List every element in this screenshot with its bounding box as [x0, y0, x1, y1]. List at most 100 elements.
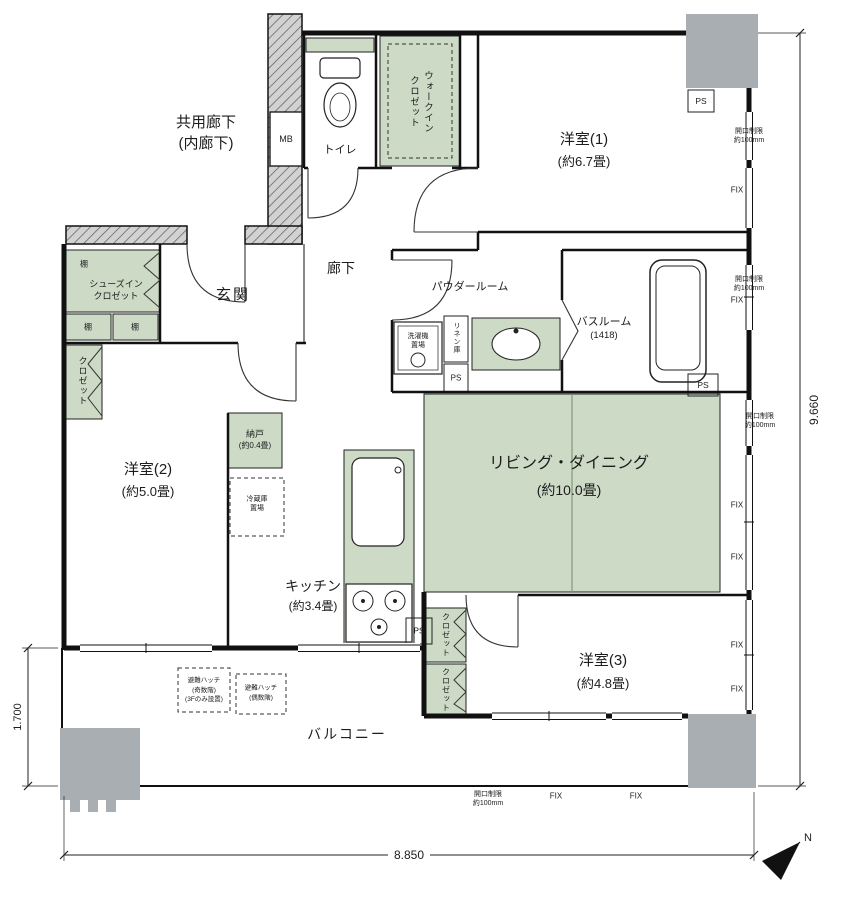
- living-size: (約10.0畳): [536, 482, 602, 498]
- label-kitchen: キッチン (約3.4畳): [285, 576, 341, 616]
- bedroom2-size: (約5.0畳): [121, 484, 175, 499]
- common-corridor-line2: (内廊下): [178, 135, 234, 152]
- washer-space: [393, 321, 443, 375]
- powder-room-door: [391, 259, 453, 321]
- washer-line2: 置場: [411, 342, 425, 349]
- opening-limit-label-4: 開口制限 約100mm: [473, 790, 503, 808]
- structural-columns: [60, 14, 758, 812]
- bedroom3-name: 洋室(3): [578, 652, 628, 669]
- north-label: N: [804, 832, 812, 844]
- label-common-corridor: 共用廊下 (内廊下): [176, 112, 236, 154]
- ps-label-kitchen: PS: [413, 626, 425, 636]
- ps-label-top: PS: [695, 96, 707, 106]
- escape-hatch-even-box: [235, 673, 287, 715]
- walkin-line2: クロゼット: [408, 75, 419, 129]
- label-escape-hatch-even: 避難ハッチ (偶数階): [245, 684, 278, 703]
- ps-label-bath: PS: [697, 380, 709, 390]
- north-arrow-icon: [762, 841, 801, 880]
- shelf-label-1: 棚: [80, 259, 88, 269]
- label-toilet: トイレ: [323, 144, 357, 156]
- walkin-line1: ウォークイン: [422, 70, 433, 134]
- living-name: リビング・ダイニング: [488, 455, 650, 472]
- label-bedroom3: 洋室(3) (約4.8畳): [577, 649, 630, 695]
- fix-label-6: FIX: [730, 684, 744, 694]
- label-living-dining: リビング・ダイニング (約10.0畳): [489, 451, 649, 503]
- bedroom3-door: [465, 594, 519, 648]
- bedroom2-name: 洋室(2): [123, 461, 173, 478]
- opening-limit-label-3: 開口制限 約100mm: [745, 412, 775, 430]
- escape-hatch-odd-box: [177, 667, 231, 713]
- opening-limit-line1: 開口制限: [474, 791, 502, 798]
- bedroom1-name: 洋室(1): [559, 131, 609, 148]
- washer-line1: 洗濯機: [407, 333, 429, 340]
- opening-limit-line2: 約100mm: [472, 800, 504, 807]
- bedroom1-door: [413, 167, 479, 233]
- label-storeroom: 納戸 (約0.4畳): [239, 429, 271, 451]
- bathroom-folding-door: [561, 299, 579, 361]
- label-bedroom1: 洋室(1) (約6.7畳): [558, 129, 611, 173]
- label-shoes-in-closet: シューズイン クロゼット: [89, 278, 143, 302]
- dimension-width: 8.850: [387, 848, 431, 862]
- fix-label-7: FIX: [549, 791, 563, 801]
- dimension-balcony-depth: 1.700: [12, 703, 24, 731]
- pipe-space-boxes: [405, 89, 719, 645]
- storeroom-name: 納戸: [245, 429, 265, 439]
- label-bathroom: バスルーム (1418): [577, 315, 632, 343]
- label-corridor: 廊下: [327, 260, 355, 276]
- hatch-odd-line3: (3Fのみ設置): [185, 695, 223, 703]
- label-closet-left: クロゼット: [77, 356, 88, 406]
- hatch-odd-line1: 避難ハッチ: [187, 676, 221, 684]
- opening-limit-line2: 約100mm: [733, 285, 765, 292]
- bedroom1-size: (約6.7畳): [557, 154, 611, 169]
- hatch-odd-line2: (奇数階): [192, 686, 216, 694]
- label-closet-3b: クロゼット: [441, 667, 451, 713]
- storeroom-size: (約0.4畳): [238, 441, 272, 450]
- fix-label-4: FIX: [730, 552, 744, 562]
- opening-limit-line1: 開口制限: [735, 128, 763, 135]
- fix-label-2: FIX: [730, 295, 744, 305]
- shoes-closet-line2: クロゼット: [93, 291, 139, 301]
- bedroom2-door: [237, 342, 297, 402]
- south-windows: [80, 643, 682, 721]
- stove-fixture: [345, 583, 413, 643]
- fix-label-8: FIX: [629, 791, 643, 801]
- opening-limit-line1: 開口制限: [735, 276, 763, 283]
- closet-fold-doors: [87, 251, 467, 713]
- dashed-boxes: [177, 43, 453, 715]
- label-fridge-space: 冷蔵庫 置場: [247, 495, 268, 513]
- door-swings: [186, 167, 579, 648]
- label-entrance: 玄関: [215, 286, 251, 304]
- label-escape-hatch-odd: 避難ハッチ (奇数階) (3Fのみ設置): [185, 676, 223, 705]
- bathtub-fixture: [649, 259, 707, 383]
- fridge-line2: 置場: [250, 505, 264, 512]
- walkin-hanger-dashed: [387, 43, 453, 159]
- windows: [80, 112, 754, 721]
- bedroom3-size: (約4.8畳): [576, 676, 630, 691]
- fix-label-1: FIX: [730, 185, 744, 195]
- bathroom-size: (1418): [590, 330, 618, 341]
- kitchen-sink-fixture: [351, 457, 405, 547]
- opening-limit-label-1: 開口制限 約100mm: [734, 127, 764, 145]
- common-corridor-line1: 共用廊下: [175, 114, 237, 131]
- label-walkin-closet: ウォークイン クロゼット: [406, 71, 434, 134]
- hatch-even-line1: 避難ハッチ: [244, 684, 278, 692]
- opening-limit-line2: 約100mm: [744, 422, 776, 429]
- entrance-door: [186, 243, 246, 303]
- fix-label-3: FIX: [730, 500, 744, 510]
- kitchen-name: キッチン: [285, 578, 341, 594]
- right-windows: [744, 112, 754, 710]
- toilet-fixture: [319, 57, 361, 128]
- bathroom-name: バスルーム: [576, 316, 632, 328]
- fix-label-5: FIX: [730, 640, 744, 650]
- opening-limit-label-2: 開口制限 約100mm: [734, 275, 764, 293]
- shelf-label-2: 棚: [84, 322, 92, 332]
- label-balcony: バルコニー: [307, 726, 387, 742]
- fridge-line1: 冷蔵庫: [246, 496, 268, 503]
- kitchen-size: (約3.4畳): [288, 599, 338, 613]
- label-bedroom2: 洋室(2) (約5.0畳): [122, 459, 175, 503]
- toilet-door: [307, 167, 359, 219]
- opening-limit-line1: 開口制限: [746, 413, 774, 420]
- label-washer-space: 洗濯機 置場: [408, 332, 429, 350]
